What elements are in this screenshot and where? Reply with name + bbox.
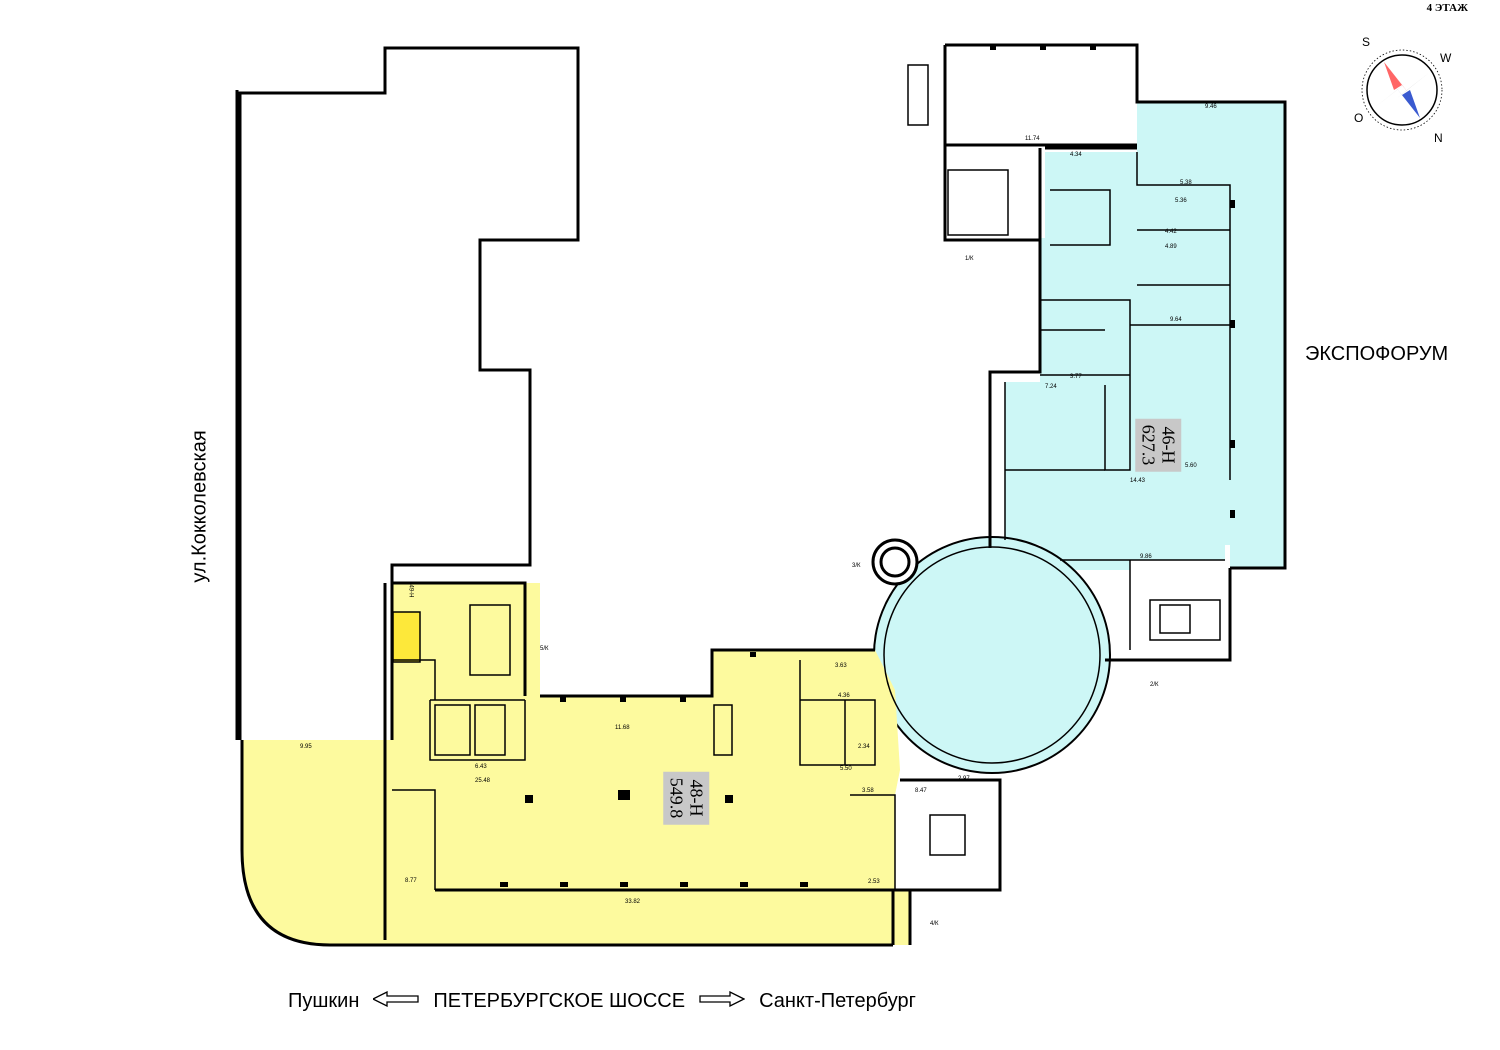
arrow-right-icon (699, 990, 746, 1013)
stair-tags: 1/К 2/К 3/К 4/К 5/К (540, 256, 1159, 927)
dimension-labels: 11.74 4.34 9.46 5.38 5.36 4.42 4.89 9.64… (300, 104, 1217, 905)
dimension-label: 5.60 (1185, 463, 1197, 469)
dimension-label: 3.63 (835, 663, 847, 669)
unit-id: 48-Н (686, 779, 707, 817)
compass-east: O (1354, 111, 1363, 125)
stair-tag: 1/К (965, 256, 974, 262)
unit-id: 46-Н (1158, 426, 1179, 464)
road-right-city: Санкт-Петербург (759, 990, 916, 1012)
unit-area: 627.3 (1138, 424, 1159, 466)
dimension-label: 4.34 (1070, 152, 1082, 158)
dimension-label: 9.86 (1140, 554, 1152, 560)
dimension-label: 4.89 (1165, 244, 1177, 250)
dimension-label: 2.53 (868, 879, 880, 885)
building-walls (235, 43, 1287, 947)
dimension-label: 7.24 (1045, 384, 1057, 390)
stair-tag: 5/К (540, 646, 549, 652)
dimension-label: 8.77 (405, 878, 417, 884)
stair-tag: 2/К (1150, 682, 1159, 688)
road-left-city: Пушкин (288, 990, 360, 1012)
dimension-label: 3.77 (1070, 374, 1082, 380)
unit-49-label: 49-Н (407, 584, 414, 598)
window-marks (500, 45, 1235, 887)
unit-46-area[interactable] (873, 102, 1285, 774)
dimension-label: 4.36 (838, 693, 850, 699)
interior-walls (392, 64, 1231, 891)
dimension-label: 8.47 (915, 788, 927, 794)
dimension-label: 11.68 (615, 725, 630, 731)
dimension-label: 5.38 (1180, 180, 1192, 186)
dimension-label: 11.74 (1025, 136, 1040, 142)
compass-west: W (1440, 51, 1452, 65)
road-bar: Пушкин ПЕТЕРБУРГСКОЕ ШОССЕ Санкт-Петербу… (288, 990, 916, 1013)
dimension-label: 9.64 (1170, 317, 1182, 323)
dimension-label: 5.50 (840, 766, 852, 772)
compass-south: S (1362, 35, 1370, 49)
unit-48-badge[interactable]: 48-Н 549.8 (663, 771, 710, 825)
dimension-label: 2.34 (858, 744, 870, 750)
street-label-left: ул.Кокколевская (188, 430, 211, 583)
dimension-label: 2.97 (958, 776, 970, 782)
unit-46-badge[interactable]: 46-Н 627.3 (1135, 418, 1182, 472)
neighbor-label: ЭКСПОФОРУМ (1305, 343, 1449, 365)
dimension-label: 5.36 (1175, 198, 1187, 204)
dimension-label: 4.42 (1165, 229, 1177, 235)
arrow-left-icon (371, 990, 420, 1013)
dimension-label: 9.46 (1205, 104, 1217, 110)
dimension-label: 9.95 (300, 744, 312, 750)
unit-area: 549.8 (666, 777, 687, 819)
dimension-label: 14.43 (1130, 478, 1146, 484)
unit-48-area[interactable] (242, 583, 910, 945)
stair-tag: 4/К (930, 921, 939, 927)
floor-label: 4 ЭТАЖ (1426, 2, 1468, 14)
stair-tag: 3/К (852, 563, 861, 569)
dimension-label: 3.58 (862, 788, 874, 794)
unit-49-area[interactable] (392, 611, 421, 663)
dimension-label: 33.82 (625, 899, 641, 905)
compass-rose: S W O N (1354, 35, 1452, 145)
dimension-label: 25.48 (475, 778, 491, 784)
road-name: ПЕТЕРБУРГСКОЕ ШОССЕ (433, 990, 686, 1012)
dimension-label: 6.43 (475, 764, 487, 770)
compass-north: N (1434, 131, 1443, 145)
